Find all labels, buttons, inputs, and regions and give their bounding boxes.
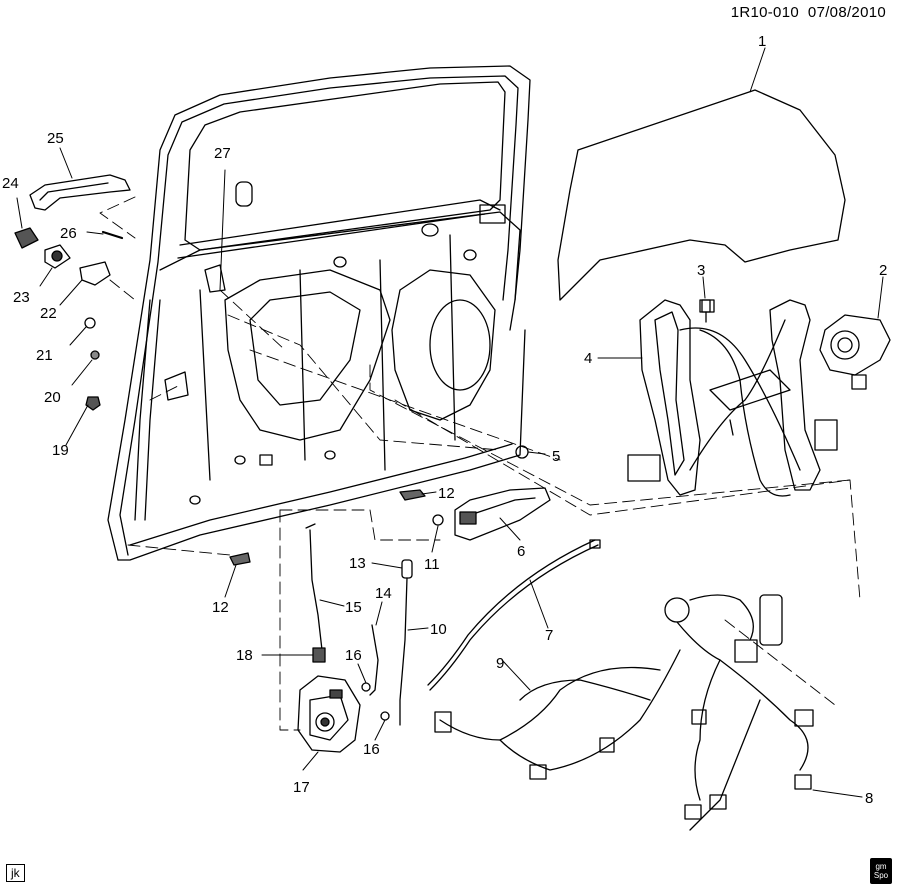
diagram-header: 1R10-010 07/08/2010 bbox=[731, 4, 886, 21]
callout-12a: 12 bbox=[438, 485, 455, 502]
leader-lines bbox=[16, 47, 884, 798]
door-latch bbox=[297, 675, 361, 753]
callout-27: 27 bbox=[214, 145, 231, 162]
callout-24: 24 bbox=[2, 175, 19, 192]
rod-15 bbox=[309, 529, 323, 651]
window-glass bbox=[557, 89, 846, 301]
callout-2: 2 bbox=[879, 262, 887, 279]
handle-bracket bbox=[79, 261, 111, 286]
callout-8: 8 bbox=[865, 790, 873, 807]
lock-rod-14 bbox=[369, 624, 379, 696]
callout-17: 17 bbox=[293, 779, 310, 796]
plug bbox=[90, 350, 100, 360]
corner-tag: jk bbox=[6, 864, 25, 882]
grommet bbox=[235, 181, 253, 207]
clip-lower bbox=[229, 552, 251, 566]
callout-19: 19 bbox=[52, 442, 69, 459]
clip-upper bbox=[399, 489, 426, 501]
handle-screw bbox=[101, 230, 124, 240]
gm-logo: gm Spo bbox=[870, 858, 892, 884]
callout-9: 9 bbox=[496, 655, 504, 672]
inside-handle bbox=[454, 487, 551, 541]
rod-clip bbox=[312, 647, 326, 663]
fastener bbox=[432, 514, 444, 526]
callout-6: 6 bbox=[517, 543, 525, 560]
callout-1: 1 bbox=[758, 33, 766, 50]
wiring-harness-8 bbox=[664, 594, 814, 831]
rod-end-13 bbox=[401, 559, 413, 579]
callout-15: 15 bbox=[345, 599, 362, 616]
release-cable bbox=[429, 544, 599, 691]
callout-5: 5 bbox=[552, 448, 560, 465]
gm-logo-top: gm bbox=[875, 862, 887, 871]
callout-22: 22 bbox=[40, 305, 57, 322]
callout-20: 20 bbox=[44, 389, 61, 406]
callout-13: 13 bbox=[349, 555, 366, 572]
outside-handle bbox=[29, 174, 131, 211]
callout-3: 3 bbox=[697, 262, 705, 279]
pin-fastener bbox=[85, 396, 101, 411]
callout-25: 25 bbox=[47, 130, 64, 147]
callout-10: 10 bbox=[430, 621, 447, 638]
callout-4: 4 bbox=[584, 350, 592, 367]
callout-18: 18 bbox=[236, 647, 253, 664]
door-frame bbox=[107, 65, 531, 561]
window-regulator bbox=[627, 299, 838, 497]
callout-26: 26 bbox=[60, 225, 77, 242]
callout-16b: 16 bbox=[363, 741, 380, 758]
regulator-motor bbox=[819, 314, 891, 390]
callout-23: 23 bbox=[13, 289, 30, 306]
callout-21: 21 bbox=[36, 347, 53, 364]
callout-labels: 1 2 3 4 5 6 7 8 9 10 11 12 12 13 14 15 1… bbox=[2, 33, 887, 807]
wiring-harness-9 bbox=[434, 649, 681, 780]
gm-logo-bottom: Spo bbox=[873, 871, 889, 880]
diagram-id: 1R10-010 bbox=[730, 4, 799, 21]
seal-ring bbox=[84, 317, 96, 329]
regulator-bolt bbox=[701, 299, 711, 323]
callout-7: 7 bbox=[545, 627, 553, 644]
lock-rod-10 bbox=[399, 577, 408, 726]
diagram-date: 07/08/2010 bbox=[807, 4, 886, 21]
callout-14: 14 bbox=[375, 585, 392, 602]
callout-12b: 12 bbox=[212, 599, 229, 616]
bushing-upper bbox=[361, 682, 371, 692]
callout-11: 11 bbox=[424, 556, 440, 573]
handle-bezel bbox=[14, 227, 39, 249]
callout-16a: 16 bbox=[345, 647, 362, 664]
bushing-lower bbox=[380, 711, 390, 721]
reference-lines bbox=[99, 196, 861, 731]
handle-cap bbox=[44, 244, 71, 269]
